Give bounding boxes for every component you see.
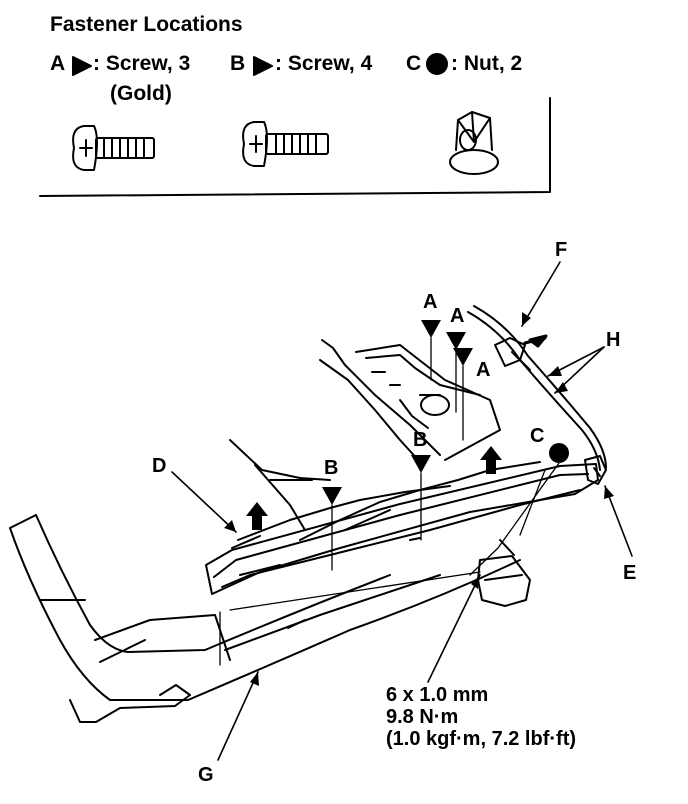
callout-f: F (555, 239, 568, 261)
triangle-marker-icon (72, 56, 92, 76)
spec-torque: 9.8 N·m (386, 706, 459, 728)
fastener-label-a3: A (476, 359, 491, 381)
fastener-label-b2: B (324, 457, 339, 479)
nut-marker-icon (549, 443, 569, 463)
screw-icon (242, 121, 329, 167)
flange-nut-icon (449, 111, 499, 175)
legend-key-c: C (406, 52, 422, 75)
dot-marker-icon (426, 53, 448, 75)
triangle-marker-icon (253, 56, 273, 76)
bracket-e (584, 455, 607, 485)
legend-note-gold: (Gold) (110, 82, 172, 105)
removal-arrow-icon (246, 446, 502, 530)
fastener-label-c1: C (530, 425, 545, 447)
body-panel (9, 514, 531, 723)
callout-arrowheads (224, 312, 614, 686)
legend-label-a: : Screw, 3 (93, 52, 191, 75)
legend-key-b: B (230, 52, 246, 75)
fastener-marker-icon (322, 320, 473, 505)
callout-arrows (171, 261, 633, 761)
legend-frame (39, 97, 551, 197)
legend-key-a: A (50, 52, 66, 75)
spec-torque-alt: (1.0 kgf·m, 7.2 lbf·ft) (386, 728, 577, 750)
wiring-harness (467, 305, 607, 471)
fastener-label-b1: B (413, 429, 428, 451)
spec-size: 6 x 1.0 mm (386, 684, 489, 706)
legend-label-c: : Nut, 2 (451, 52, 523, 75)
legend-title: Fastener Locations (50, 13, 243, 36)
callout-e: E (623, 562, 637, 584)
screw-gold-icon (72, 125, 155, 171)
callout-d: D (152, 455, 167, 477)
callout-g: G (198, 764, 214, 786)
leader-lines (219, 337, 560, 666)
fastener-label-a2: A (450, 305, 465, 327)
legend-label-b: : Screw, 4 (275, 52, 373, 75)
upper-body-panel (229, 339, 501, 531)
callout-h: H (606, 329, 621, 351)
trim-panel-d (205, 461, 599, 595)
fastener-label-a1: A (423, 291, 438, 313)
